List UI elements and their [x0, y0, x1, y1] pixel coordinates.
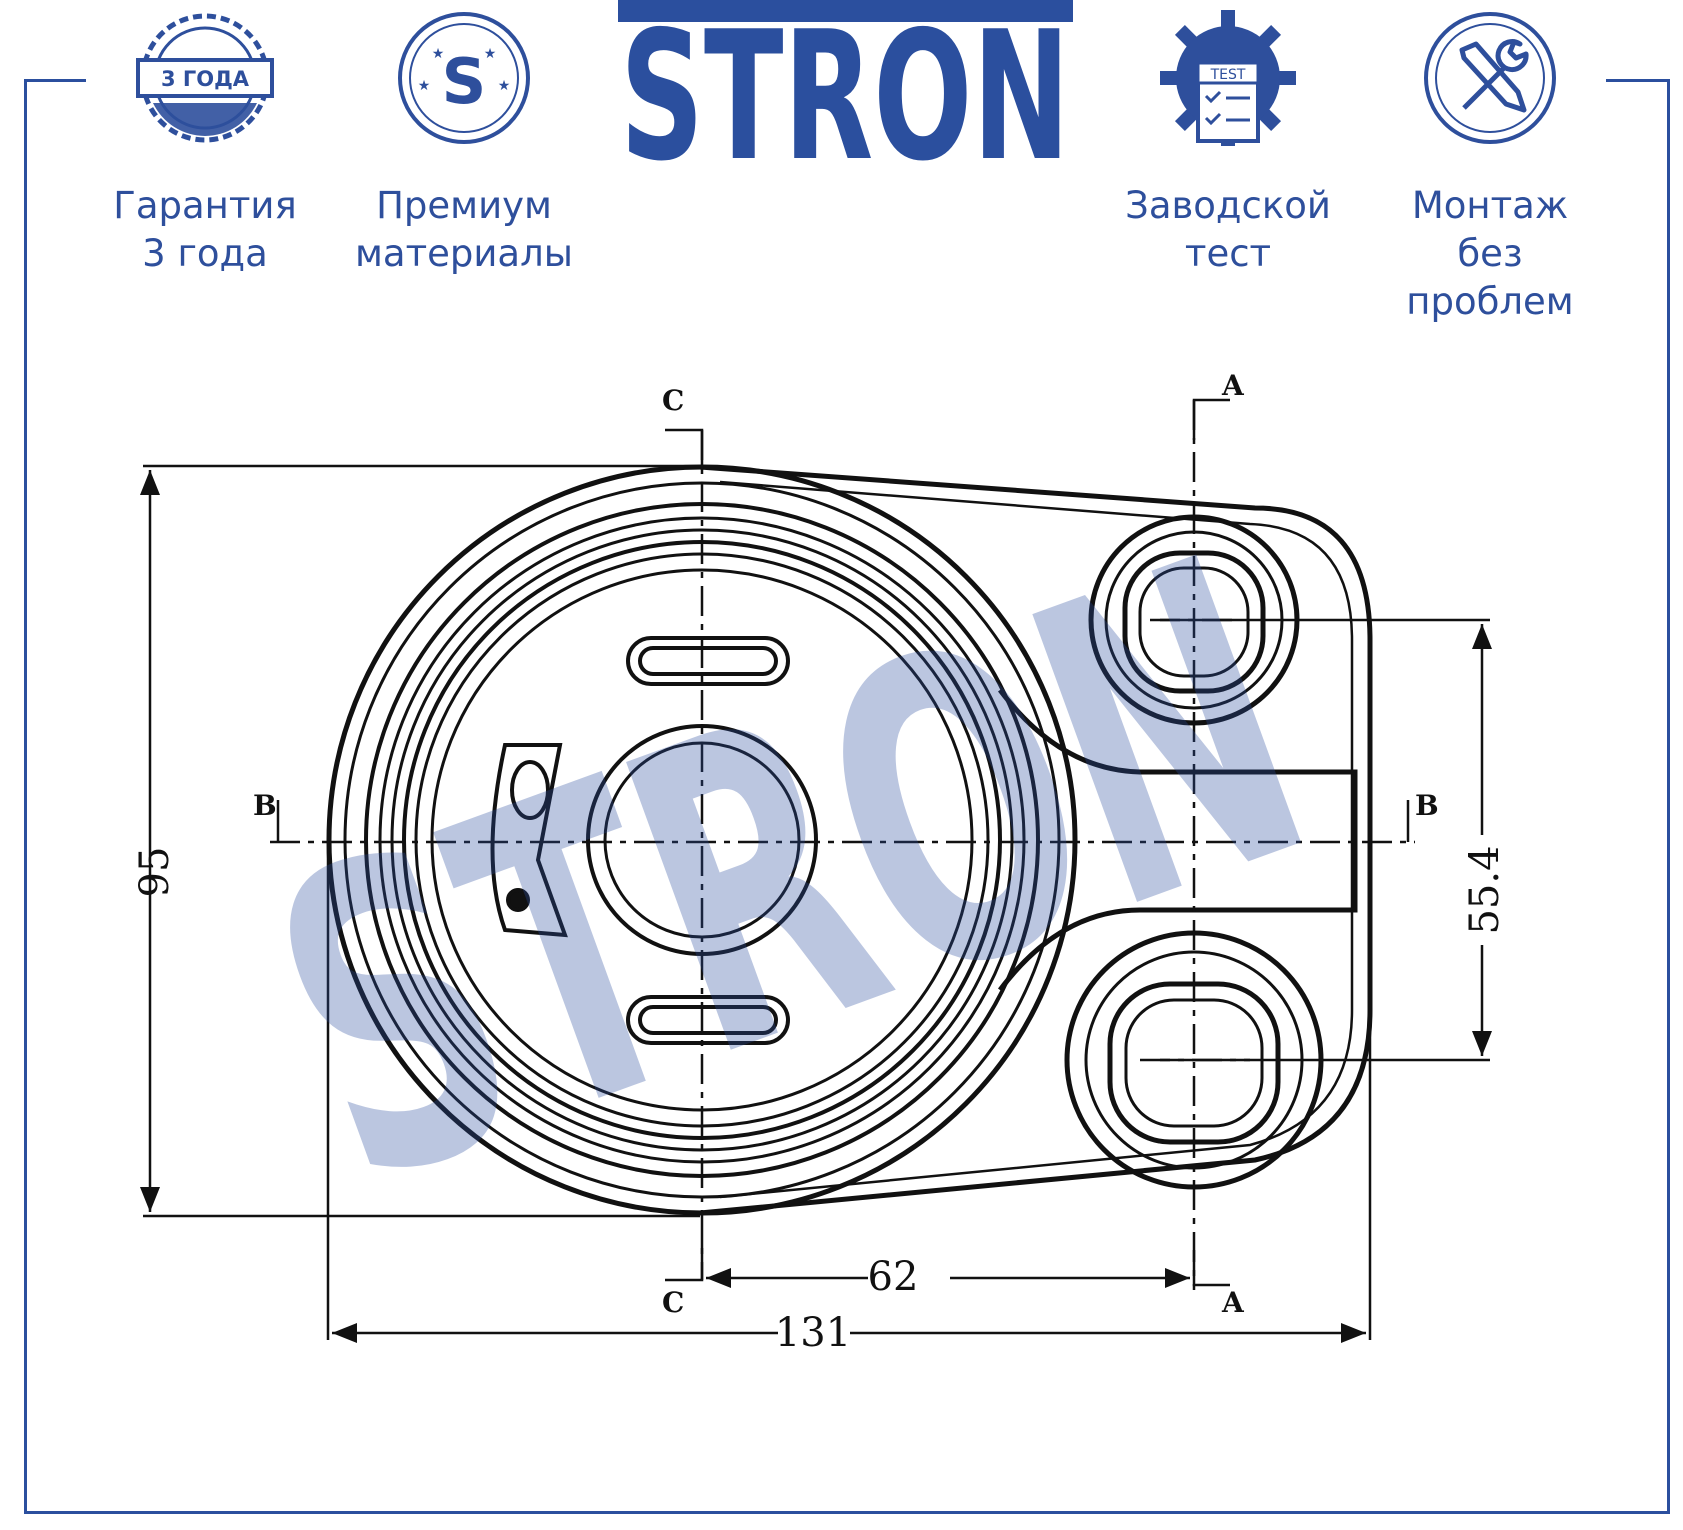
svg-text:★: ★	[484, 46, 497, 62]
warranty-seal-text: 3 ГОДА	[161, 67, 250, 91]
factory-test-caption-line1: Заводской	[1125, 184, 1331, 227]
factory-test-caption: Заводской тест	[1108, 182, 1348, 278]
dimension-hole-spacing-62: 62	[868, 1254, 919, 1300]
svg-text:★: ★	[418, 78, 431, 94]
svg-text:★: ★	[498, 78, 511, 94]
section-markers	[276, 398, 1410, 1287]
dimension-height-95: 95	[132, 847, 178, 898]
section-a-top-label: A	[1221, 369, 1245, 402]
mounting-caption: Монтаж без проблем	[1370, 182, 1610, 326]
premium-caption-line2: материалы	[355, 232, 573, 275]
premium-s-medal-icon: ★ ★ ★ ★ S	[394, 8, 534, 148]
warranty-caption-line1: Гарантия	[113, 184, 297, 227]
dimension-hole-vertical-55-4: 55.4	[1462, 845, 1508, 934]
frame-right	[1667, 79, 1670, 1514]
svg-text:★: ★	[432, 46, 445, 62]
dimension-width-131: 131	[775, 1310, 851, 1356]
premium-caption: Премиум материалы	[344, 182, 584, 278]
frame-top-right	[1606, 79, 1670, 82]
frame-left	[24, 79, 27, 1514]
stron-watermark: STRON	[223, 468, 1358, 1280]
slots	[626, 636, 790, 1045]
section-c-bottom-label: C	[662, 1286, 684, 1319]
wrench-screwdriver-icon	[1420, 8, 1560, 148]
premium-seal-letter: S	[442, 45, 487, 118]
section-b-right-label: B	[1415, 789, 1439, 822]
warranty-caption-line2: 3 года	[142, 232, 268, 275]
dimension-lines	[140, 464, 1492, 1343]
warranty-seal-icon: 3 ГОДА	[135, 8, 275, 148]
section-c-top-label: C	[662, 384, 684, 417]
premium-caption-line1: Премиум	[376, 184, 552, 227]
section-a-bottom-label: A	[1221, 1286, 1245, 1319]
frame-top-left	[24, 79, 86, 82]
section-b-left-label: B	[253, 789, 277, 822]
factory-test-caption-line2: тест	[1184, 232, 1272, 275]
frame-bottom	[24, 1511, 1670, 1514]
gear-test-clipboard-icon: TEST	[1158, 8, 1298, 148]
mounting-caption-line1: Монтаж	[1411, 184, 1569, 227]
test-label: TEST	[1210, 67, 1246, 83]
mounting-caption-line2: без проблем	[1406, 232, 1574, 323]
warranty-caption: Гарантия 3 года	[85, 182, 325, 278]
